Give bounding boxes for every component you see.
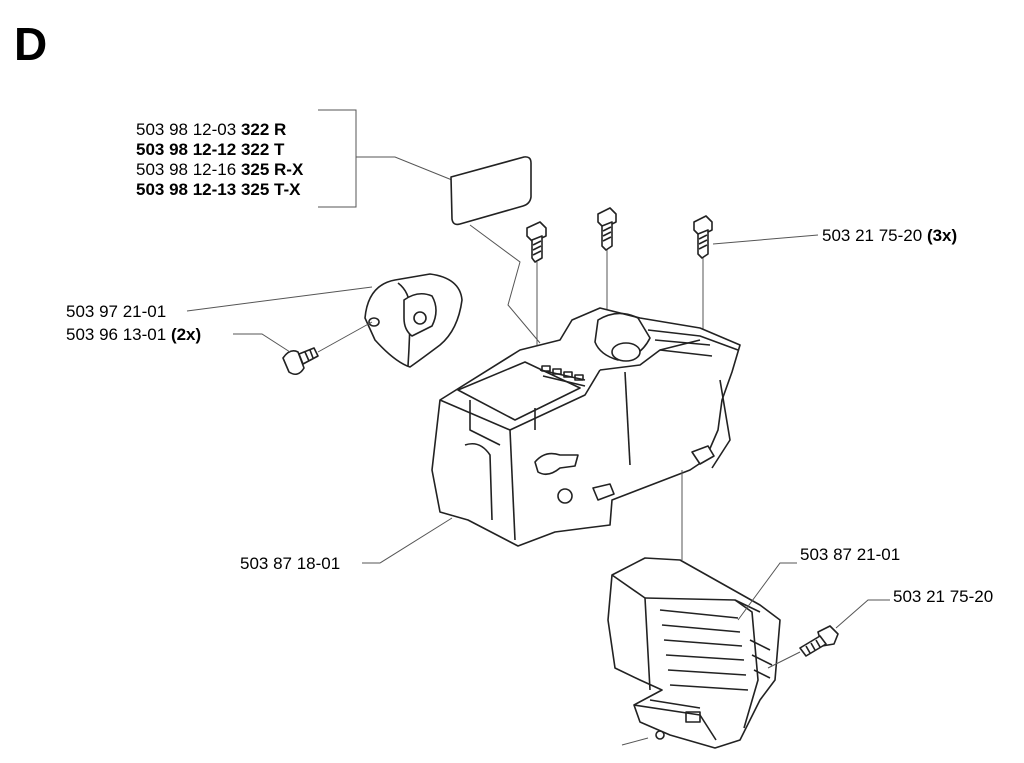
decal-option-3-number: 503 98 12-16	[136, 160, 236, 179]
decal-option-2-model: 322 T	[241, 140, 285, 159]
decal-option-4-number: 503 98 12-13	[136, 180, 236, 199]
side-cover-part: 503 87 21-01	[607, 545, 900, 749]
intake-cover-label: 503 97 21-01	[66, 302, 166, 321]
screw-top-number: 503 21 75-20	[822, 226, 922, 245]
intake-screw-label: 503 96 13-01 (2x)	[66, 325, 201, 344]
decal-part	[450, 156, 541, 344]
decal-option-3-model: 325 R-X	[241, 160, 304, 179]
cylinder-cover-part: 503 87 18-01	[240, 307, 741, 573]
side-screw-part: 503 21 75-20	[767, 587, 993, 669]
cylinder-cover-label: 503 87 18-01	[240, 554, 340, 573]
decal-option-1-model: 322 R	[241, 120, 286, 139]
screw-icon	[526, 221, 547, 345]
intake-screw-part: 503 96 13-01 (2x)	[66, 321, 373, 376]
decal-option-4-model: 325 T-X	[241, 180, 301, 199]
side-screw-label: 503 21 75-20	[893, 587, 993, 606]
decal-option-1-number: 503 98 12-03	[136, 120, 236, 139]
screw-top-label: 503 21 75-20 (3x)	[822, 226, 957, 245]
intake-screw-qty: (2x)	[171, 325, 201, 344]
top-screws: 503 21 75-20 (3x)	[526, 207, 957, 488]
intake-cover-part: 503 97 21-01	[66, 273, 463, 368]
decal-option-1: 503 98 12-03 322 R	[136, 120, 286, 139]
side-cover-label: 503 87 21-01	[800, 545, 900, 564]
screw-top-qty: (3x)	[927, 226, 957, 245]
decal-option-2-number: 503 98 12-12	[136, 140, 236, 159]
decal-option-4: 503 98 12-13 325 T-X	[136, 180, 301, 199]
decal-label-block: 503 98 12-03 322 R 503 98 12-12 322 T 50…	[136, 109, 453, 208]
decal-option-3: 503 98 12-16 325 R-X	[136, 160, 304, 179]
intake-screw-number: 503 96 13-01	[66, 325, 166, 344]
decal-option-2: 503 98 12-12 322 T	[136, 140, 285, 159]
section-letter: D	[14, 18, 47, 70]
decal-bracket	[318, 109, 453, 208]
